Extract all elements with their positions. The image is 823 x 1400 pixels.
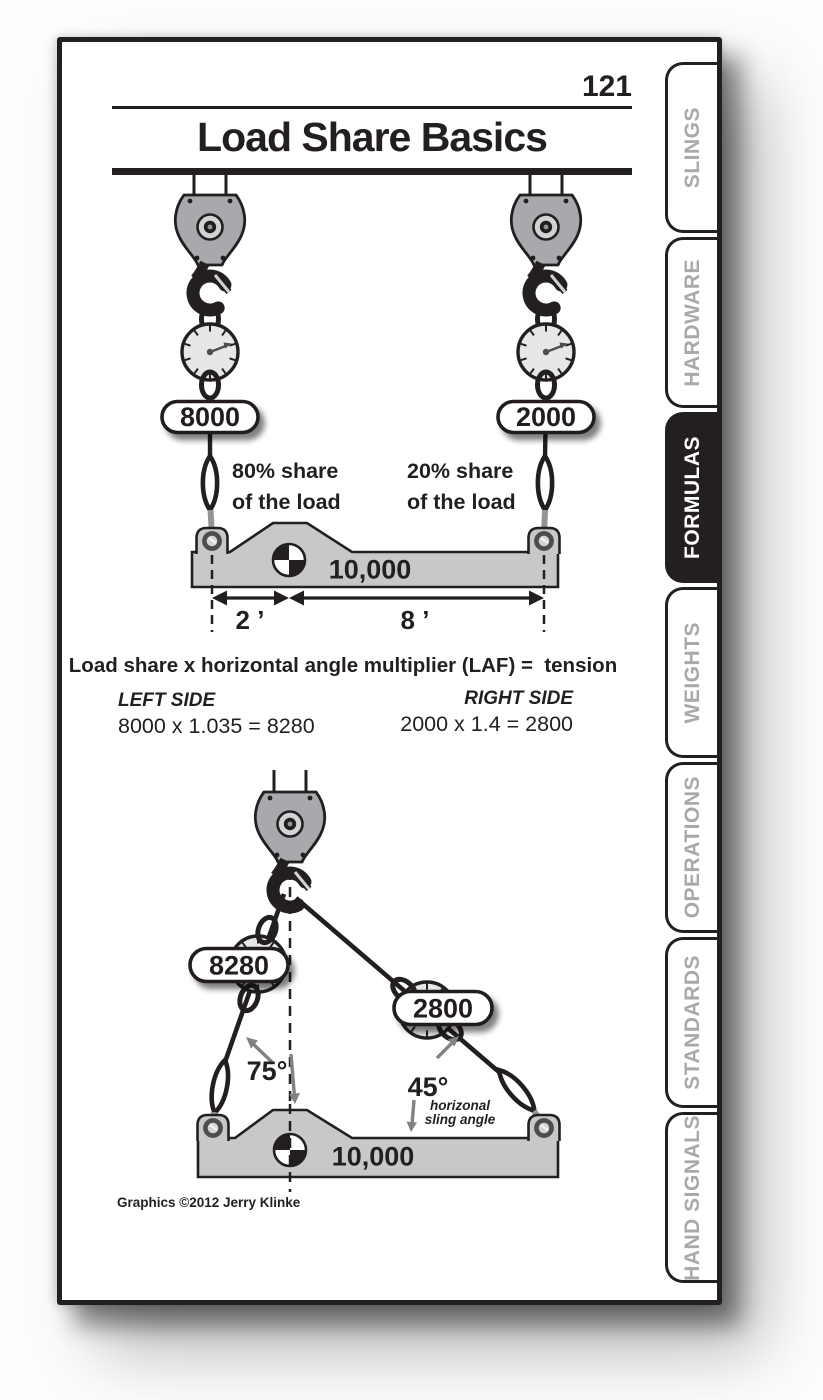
load-weight-label: 10,000 xyxy=(329,555,412,585)
page-title: Load Share Basics xyxy=(197,114,548,160)
right-lifting-lug-bottom-icon xyxy=(529,1115,560,1141)
tab-slings[interactable]: SLINGS xyxy=(665,62,717,233)
right-tension-value: 2800 xyxy=(413,994,473,1024)
left-share-label-line1: 80% share xyxy=(232,459,338,483)
header-rule-thick xyxy=(112,168,632,175)
tab-formulas[interactable]: FORMULAS xyxy=(665,412,717,583)
handbook-page: 121 Load Share Basics Load share x horiz… xyxy=(57,37,722,1305)
left-sling-eye-icon xyxy=(208,1059,232,1115)
left-side-calculation: LEFT SIDE 8000 x 1.035 = 8280 xyxy=(118,690,315,739)
right-side-calculation: RIGHT SIDE 2000 x 1.4 = 2800 xyxy=(400,688,573,737)
left-lifting-lug-bottom-icon xyxy=(198,1115,229,1141)
two-crane-load-share-diagram: 8000 2000 80% share of the load 20% shar… xyxy=(160,173,596,635)
right-sling-leg xyxy=(294,896,501,1074)
right-angle-label: 45° xyxy=(408,1072,449,1102)
tab-weights[interactable]: WEIGHTS xyxy=(665,587,717,758)
left-scale-reading: 8000 xyxy=(180,402,240,432)
right-share-label-line1: 20% share xyxy=(407,459,513,483)
right-sling-eye-icon xyxy=(494,1065,540,1115)
right-side-equation: 2000 x 1.4 = 2800 xyxy=(400,712,573,736)
tab-weights-label: WEIGHTS xyxy=(680,621,704,724)
tab-hardware[interactable]: HARDWARE xyxy=(665,237,717,408)
sling-angle-note-line2: sling angle xyxy=(425,1112,496,1127)
left-angle-arrows xyxy=(246,1037,300,1104)
right-tension-badge: 2800 xyxy=(392,989,494,1027)
left-side-heading: LEFT SIDE xyxy=(118,690,216,711)
left-tension-value: 8280 xyxy=(209,951,269,981)
left-distance-label: 2 ’ xyxy=(236,605,265,635)
left-angle-label: 75° xyxy=(247,1056,288,1086)
left-tension-badge: 8280 xyxy=(188,946,290,984)
right-distance-label: 8 ’ xyxy=(401,605,430,635)
dimension-arrows xyxy=(212,590,544,606)
tab-slings-label: SLINGS xyxy=(680,106,704,189)
tab-hand-signals[interactable]: HAND SIGNALS xyxy=(665,1112,717,1283)
load-weight-label-bottom: 10,000 xyxy=(332,1142,415,1172)
load-share-formula: Load share x horizontal angle multiplier… xyxy=(68,654,618,677)
right-side-heading: RIGHT SIDE xyxy=(464,688,573,709)
page-number: 121 xyxy=(581,70,632,103)
sling-angle-note-line1: horizonal xyxy=(430,1098,490,1113)
right-lifting-lug-icon xyxy=(529,528,560,554)
right-angle-arrows xyxy=(406,1036,459,1132)
dimension-reference-lines xyxy=(210,555,546,632)
tab-standards[interactable]: STANDARDS xyxy=(665,937,717,1108)
right-crane-hook-icon xyxy=(511,173,580,316)
left-share-label-line2: of the load xyxy=(232,490,341,514)
tab-operations[interactable]: OPERATIONS xyxy=(665,762,717,933)
left-side-equation: 8000 x 1.035 = 8280 xyxy=(118,714,315,738)
left-scale-reading-badge: 8000 xyxy=(160,399,260,435)
tab-hardware-label: HARDWARE xyxy=(680,258,704,387)
tab-operations-label: OPERATIONS xyxy=(680,776,704,919)
tab-formulas-label: FORMULAS xyxy=(680,436,704,559)
single-hook-sling-angle-diagram: 8280 2800 10,000 75° xyxy=(188,770,560,1192)
left-lifting-lug-icon xyxy=(197,528,228,554)
center-of-gravity-icon xyxy=(271,542,307,578)
right-share-label-line2: of the load xyxy=(407,490,516,514)
load-share-diagrams: 8000 2000 80% share of the load 20% shar… xyxy=(160,42,596,1192)
right-scale-reading-badge: 2000 xyxy=(496,399,596,435)
right-scale-reading: 2000 xyxy=(516,402,576,432)
tab-hand-signals-label: HAND SIGNALS xyxy=(680,1114,704,1281)
graphics-credit: Graphics ©2012 Jerry Klinke xyxy=(117,1195,301,1210)
header-rule-thin xyxy=(112,106,632,109)
tab-standards-label: STANDARDS xyxy=(680,955,704,1090)
left-crane-hook-icon xyxy=(175,173,244,316)
